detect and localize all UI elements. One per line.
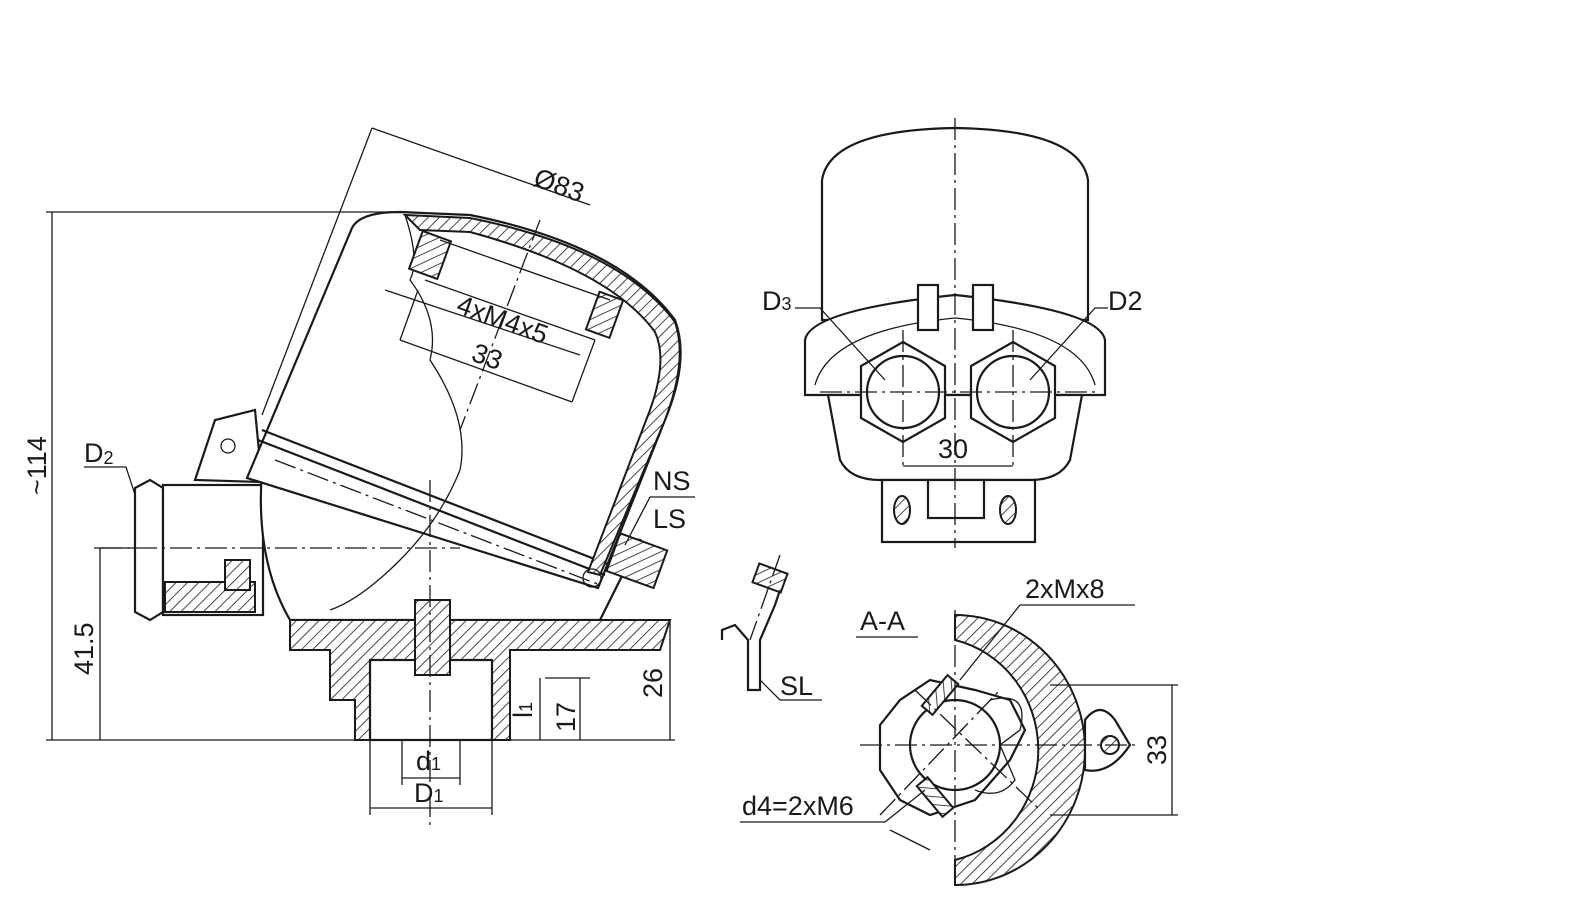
label-d4: d4=2xM6: [742, 791, 854, 821]
dim-lug-height: 33: [1142, 735, 1172, 765]
dim-line-screw-spacing: [399, 339, 573, 403]
dim-total-height: ~114: [22, 436, 52, 495]
center-line: [914, 689, 1041, 811]
front-view: D3 D2 30: [762, 118, 1143, 548]
center-line: [879, 689, 1001, 816]
label-sl: SL: [780, 671, 813, 701]
leader-line: [84, 466, 141, 511]
dim-thread-length: 17: [551, 702, 581, 732]
gland-seal-section: [224, 559, 251, 591]
label-D1: D1: [414, 778, 444, 808]
label-gland-d2: D2: [84, 438, 114, 468]
leader-line: [795, 307, 886, 381]
leader-line: [759, 679, 822, 701]
hinge-lug: [193, 408, 264, 484]
break-line: [329, 214, 463, 611]
cover-screw: [407, 229, 453, 281]
extension-line: [261, 127, 373, 416]
section-wall: [954, 613, 1086, 887]
label-d1: d1: [416, 746, 441, 776]
mounting-neck: [926, 478, 986, 520]
center-line: [459, 219, 541, 431]
front-body-edge: [814, 317, 1096, 386]
mounting-hole: [999, 495, 1017, 525]
extension-line: [571, 339, 596, 403]
dim-line-cover-diameter: [371, 127, 591, 206]
section-title: A-A: [860, 606, 905, 636]
dim-base-height: 26: [638, 668, 668, 698]
dim-gland-height: 41.5: [69, 622, 99, 675]
hinge-block: [971, 283, 995, 332]
cable-gland-nut: [133, 478, 165, 622]
leader-line: [1029, 307, 1108, 381]
label-ls: LS: [653, 504, 686, 534]
center-line: [274, 459, 601, 586]
section-view: A-A 2xMx8 33 d4=2xM6: [740, 574, 1178, 890]
leader-line: [740, 789, 926, 823]
ns-ls-fitting: [605, 532, 669, 590]
leader-line: [889, 829, 931, 851]
hinge-block: [916, 283, 940, 332]
side-view: ~114 41.5 D2 NS LS 26: [22, 127, 695, 830]
cover-joint-line: [257, 438, 606, 577]
sl-detail: SL: [720, 554, 822, 701]
label-ns: NS: [653, 466, 691, 496]
label-threads: 2xMx8: [1025, 574, 1105, 604]
hinge-pin: [220, 438, 236, 454]
leader-line: [624, 496, 695, 546]
center-line: [749, 554, 781, 641]
label-d3: D3: [762, 286, 792, 316]
extension-line: [399, 289, 419, 341]
insert-plate-edge: [424, 279, 596, 341]
label-l1: l1: [508, 702, 538, 718]
cover-screw: [584, 290, 625, 340]
leader-line: [959, 604, 1135, 681]
label-d2: D2: [1108, 286, 1143, 316]
leader-line: [384, 289, 581, 356]
dim-cover-diameter: Ø83: [530, 162, 588, 208]
insert-plate-edge: [439, 239, 611, 301]
thread-m6: [915, 775, 955, 819]
base-screw: [414, 599, 451, 676]
mounting-hole: [893, 495, 911, 525]
sl-fitting: [751, 562, 789, 594]
hub-contour: [974, 697, 1023, 794]
cover-joint-line: [261, 428, 611, 567]
dim-gland-spacing: 30: [938, 434, 968, 464]
